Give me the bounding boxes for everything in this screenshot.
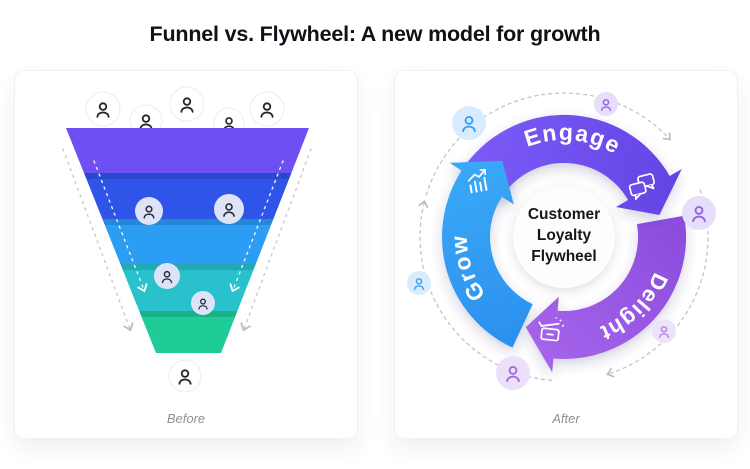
person-icon — [407, 271, 431, 295]
stage-shadow — [102, 219, 274, 225]
funnel-people-inside — [135, 194, 244, 315]
delight-arrow — [525, 215, 687, 373]
person-icon — [249, 91, 285, 127]
orbit-people — [407, 92, 716, 390]
funnel-diagram — [62, 86, 312, 393]
person-icon — [682, 196, 716, 230]
center-label-line: Loyalty — [536, 226, 592, 244]
person-icon — [154, 263, 180, 289]
person-icon — [169, 86, 205, 122]
person-icon — [85, 91, 121, 127]
after-caption: After — [552, 411, 580, 426]
flywheel-center-circle — [513, 186, 615, 288]
flywheel-diagram: Engage Delight Grow — [407, 92, 716, 390]
person-icon — [191, 291, 215, 315]
funnel-person-below — [168, 359, 202, 393]
engage-arrow — [460, 114, 682, 215]
funnel-stage-4 — [120, 264, 256, 311]
person-icon — [452, 106, 486, 140]
person-icon — [496, 356, 530, 390]
page-title: Funnel vs. Flywheel: A new model for gro… — [149, 22, 601, 46]
chat-bubbles-icon — [628, 173, 655, 200]
inner-flow-arrow-right — [229, 160, 284, 293]
flywheel-center-label: Customer Loyalty Flywheel — [499, 205, 629, 267]
stage-shadow — [84, 173, 292, 179]
open-gift-box-icon — [538, 317, 565, 342]
stage-shadow — [120, 264, 256, 270]
before-caption: Before — [166, 411, 206, 426]
inner-flow-arrow-left — [93, 160, 148, 293]
grow-arrow — [442, 160, 533, 348]
person-icon — [652, 319, 676, 343]
person-icon — [594, 92, 618, 116]
funnel-stage-2 — [84, 173, 292, 219]
center-label-line: Customer — [527, 206, 601, 223]
orbit-arc-top — [425, 92, 671, 196]
person-icon — [214, 194, 244, 224]
stage-shadow — [139, 311, 238, 317]
growth-chart-icon — [467, 168, 488, 194]
flywheel-panel: Engage Delight Grow — [394, 70, 738, 439]
funnel-stage-1 — [66, 128, 309, 173]
person-icon — [135, 197, 163, 225]
funnel-stage-3 — [102, 219, 274, 264]
funnel-stages — [66, 128, 309, 353]
center-label-line: Flywheel — [531, 247, 597, 265]
funnel-stage-5 — [139, 311, 238, 353]
funnel-panel: Before — [14, 70, 358, 439]
